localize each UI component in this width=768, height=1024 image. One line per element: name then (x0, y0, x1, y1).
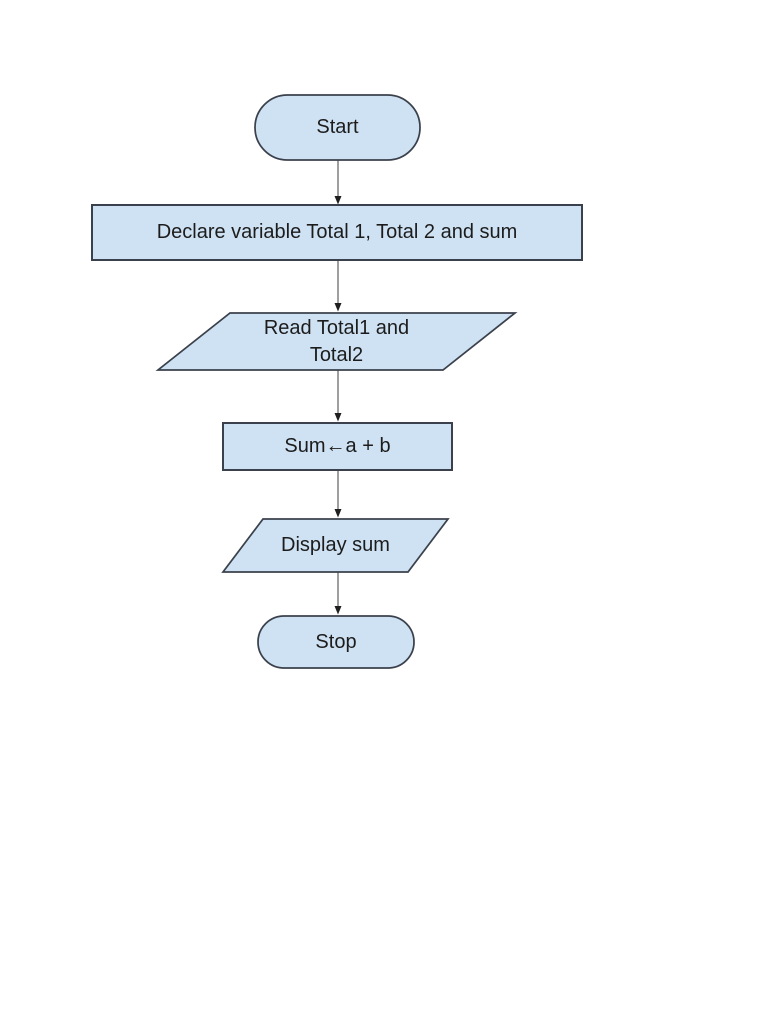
arrowhead-icon (334, 196, 342, 205)
edge-display-stop (334, 572, 342, 615)
display-io-shape (221, 518, 450, 573)
declare-process-shape (91, 204, 583, 261)
edge-declare-read (334, 260, 342, 312)
arrowhead-icon (334, 509, 342, 518)
arrowhead-icon (334, 606, 342, 615)
start-terminator-shape (254, 94, 421, 161)
arrowhead-icon (334, 413, 342, 422)
edge-start-declare (334, 160, 342, 205)
arrowhead-icon (334, 303, 342, 312)
edge-read-sum (334, 370, 342, 422)
read-io-shape (155, 312, 518, 371)
stop-terminator-shape (257, 615, 415, 669)
sum-process-shape (222, 422, 453, 471)
edge-sum-display (334, 470, 342, 518)
